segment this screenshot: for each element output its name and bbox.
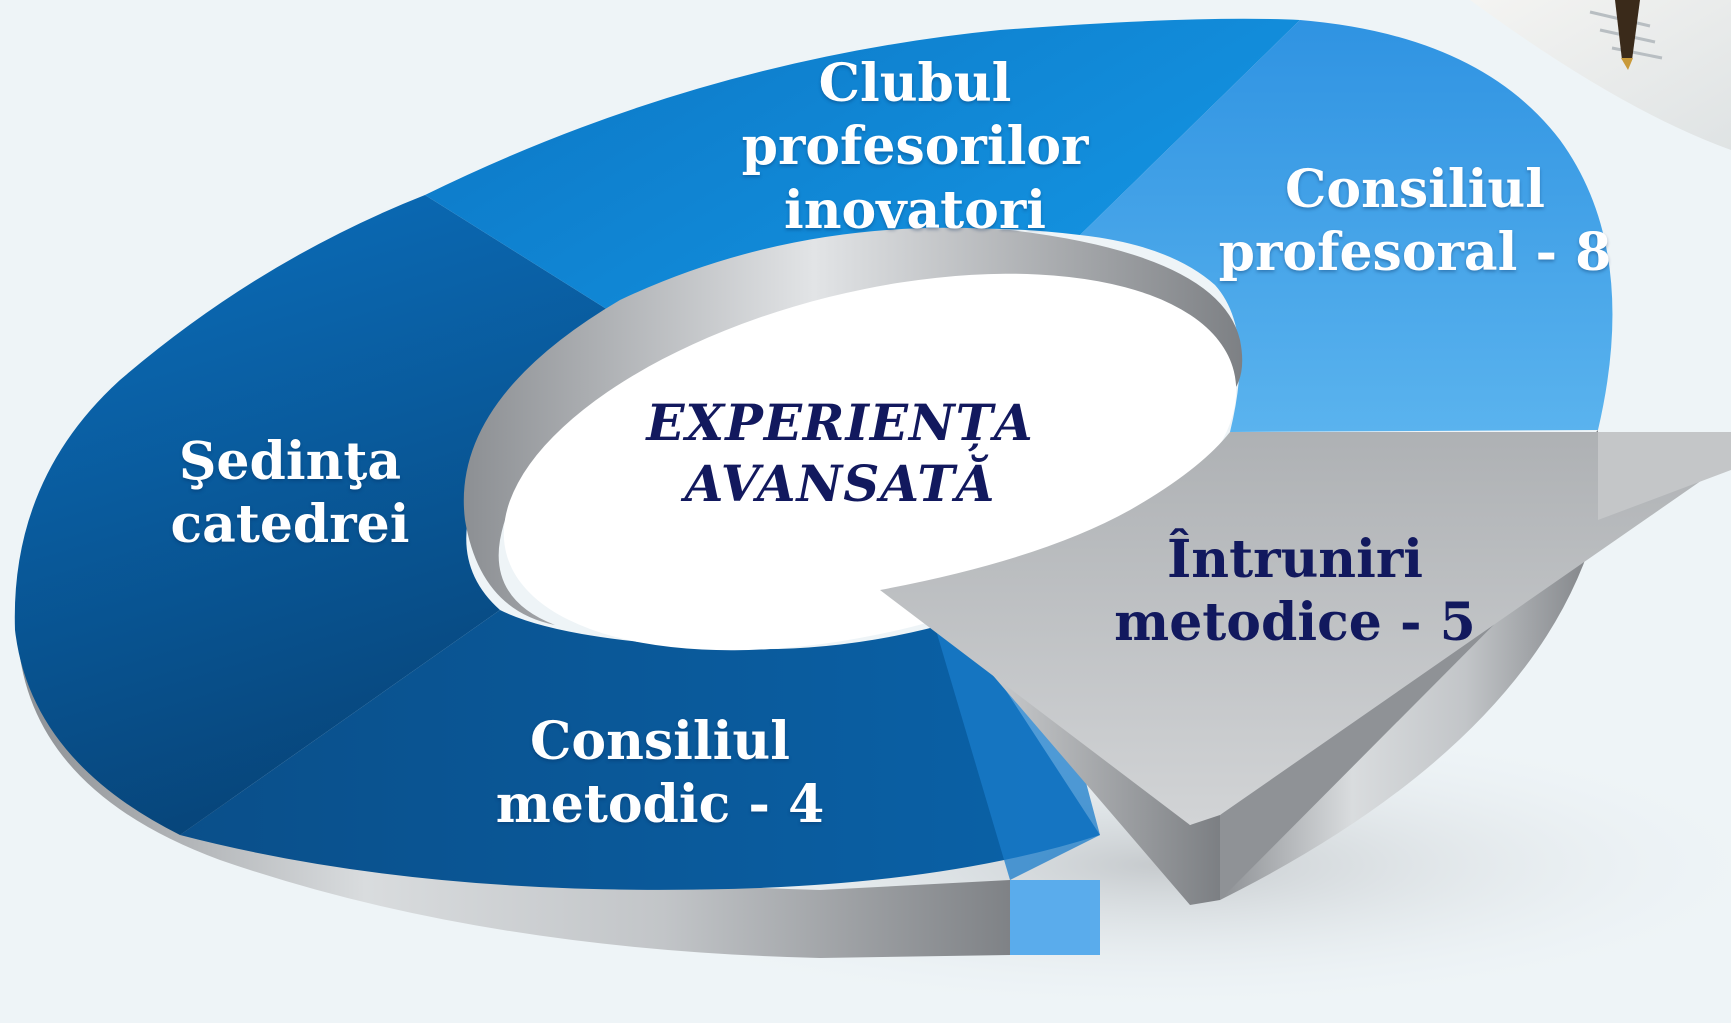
segment-sedinta xyxy=(14,195,641,835)
inner-ring-wall xyxy=(463,227,1243,625)
segment-clubul xyxy=(425,18,1300,330)
center-title: EXPERIENȚA AVANSATĂ xyxy=(646,393,1034,513)
segment-intruniri xyxy=(880,432,1731,905)
segment-consiliul-profesoral xyxy=(1080,20,1613,432)
pen-icon xyxy=(1470,0,1731,150)
segment-consiliul-metodic xyxy=(180,610,1100,890)
